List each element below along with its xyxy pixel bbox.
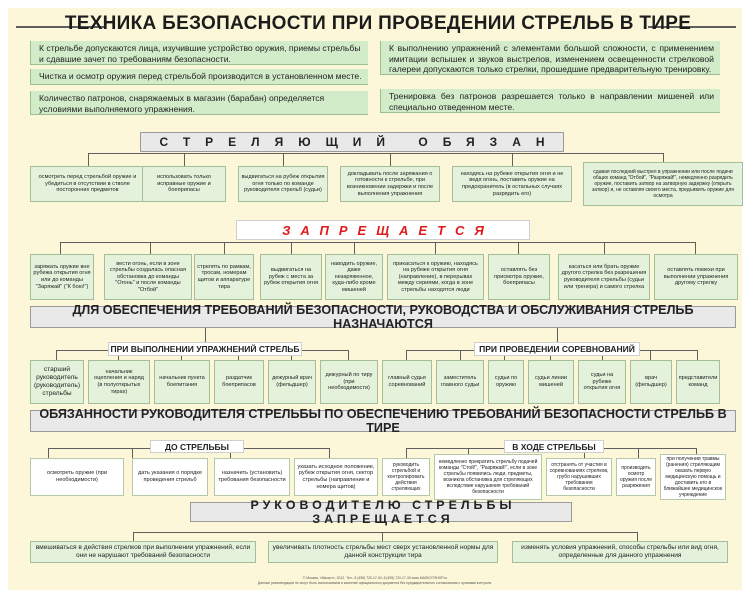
appointee-item: начальник оцепления и наряд (в полуоткры…: [88, 360, 150, 404]
connector-line: [329, 448, 330, 458]
shooter-obliged-header: СТРЕЛЯЮЩИЙ ОБЯЗАН: [140, 132, 564, 152]
connector-line: [557, 328, 558, 342]
connector-line: [283, 153, 284, 166]
connector-line: [354, 242, 355, 254]
appointee-item: раздатчик боеприпасов: [214, 360, 264, 404]
duty-before-item: указать исходное положение, рубеж открыт…: [294, 458, 378, 496]
connector-line: [48, 448, 49, 458]
appointed-header: ДЛЯ ОБЕСПЕЧЕНИЯ ТРЕБОВАНИЙ БЕЗОПАСНОСТИ,…: [30, 303, 736, 331]
connector-line: [60, 242, 695, 243]
forbidden-item: стрелять по рамкам, тросам, номерам щито…: [194, 254, 254, 300]
duty-during-item: руководить стрельбой и контролировать де…: [382, 458, 430, 496]
footer-line: Данные рекомендации не могут быть исполь…: [257, 581, 493, 585]
connector-line: [348, 350, 349, 360]
connector-line: [696, 448, 697, 458]
connector-line: [230, 448, 231, 458]
obligation-item: находясь на рубеже открытия огня и не ве…: [452, 166, 572, 202]
duty-before-item: назначить (установить) требования безопа…: [214, 458, 290, 496]
duty-during-item: немедленно прекратить стрельбу подачей к…: [434, 454, 542, 500]
connector-line: [406, 350, 407, 360]
obligation-item: использовать только исправные оружие и б…: [142, 166, 226, 202]
forbidden-item: прикасаться к оружию, находясь на рубеже…: [387, 254, 484, 300]
duties-header: ОБЯЗАННОСТИ РУКОВОДИТЕЛЯ СТРЕЛЬБЫ ПО ОБЕ…: [30, 407, 736, 435]
title-rule-left: [16, 26, 106, 28]
subheader-competitions: ПРИ ПРОВЕДЕНИИ СОРЕВНОВАНИЙ: [474, 342, 640, 356]
subheader-exercises: ПРИ ВЫПОЛНЕНИИ УПРАЖНЕНИЙ СТРЕЛЬБ: [108, 342, 302, 356]
forbidden-item: заряжать оружие вне рубежа открытия огня…: [30, 254, 94, 300]
connector-line: [60, 242, 61, 254]
appointee-item: судьи по оружию: [488, 360, 524, 404]
leader-forbidden-item: вмешиваться в действия стрелков при выпо…: [30, 541, 256, 563]
forbidden-item: наводить оружие, даже незаряженное, куда…: [325, 254, 383, 300]
forbidden-item: касаться или брать оружие другого стрелк…: [558, 254, 650, 300]
connector-line: [468, 448, 469, 458]
connector-line: [382, 532, 383, 541]
appointee-item: врач (фельдшер): [630, 360, 672, 404]
duty-during-item: производить осмотр оружия после разряжен…: [616, 458, 656, 496]
duty-during-item: при получении травмы (ранения) стреляющи…: [660, 454, 726, 500]
connector-line: [132, 448, 133, 458]
connector-line: [518, 242, 519, 254]
appointee-item: судьи на рубеже открытия огня: [578, 360, 626, 404]
intro-paragraph: К стрельбе допускаются лица, изучившие у…: [30, 41, 368, 65]
connector-line: [638, 448, 639, 458]
appointee-item: представители команд: [676, 360, 720, 404]
obligation-item: выдвигаться на рубеж открытия огня тольк…: [238, 166, 328, 202]
intro-paragraph: К выполнению упражнений с элементами бол…: [380, 41, 720, 75]
connector-line: [56, 350, 57, 360]
duty-before-item: осмотреть оружие (при необходимости): [30, 458, 124, 496]
obligation-item: докладывать после заряжания о готовности…: [340, 166, 440, 202]
title-rule-right: [648, 26, 736, 28]
appointee-item: дежурный врач (фельдшер): [268, 360, 316, 404]
connector-line: [406, 448, 407, 458]
appointee-item: дежурный по тиру (при необходимости): [320, 360, 378, 404]
forbidden-item: оставлять без присмотра оружие, боеприпа…: [488, 254, 550, 300]
connector-line: [205, 328, 206, 342]
appointee-item: судьи линии мишеней: [528, 360, 574, 404]
intro-paragraph: Чистка и осмотр оружия перед стрельбой п…: [30, 69, 368, 85]
obligation-item: осмотреть перед стрельбой оружие и убеди…: [30, 166, 145, 202]
forbidden-header: ЗАПРЕЩАЕТСЯ: [236, 220, 530, 240]
intro-paragraph: Тренировка без патронов разрешается толь…: [380, 89, 720, 113]
connector-line: [88, 153, 663, 154]
page-title: ТЕХНИКА БЕЗОПАСНОСТИ ПРИ ПРОВЕДЕНИИ СТРЕ…: [64, 13, 692, 34]
subheader-during: В ХОДЕ СТРЕЛЬБЫ: [504, 440, 604, 453]
duty-during-item: отстранять от участия в соревнованиях ст…: [546, 458, 612, 496]
connector-line: [460, 350, 461, 360]
appointee-item: старший руководитель (руководитель) стре…: [30, 360, 84, 404]
connector-line: [695, 242, 696, 254]
connector-line: [637, 532, 638, 541]
appointee-item: заместитель главного судьи: [436, 360, 484, 404]
connector-line: [150, 242, 151, 254]
appointee-item: начальник пункта боепитания: [154, 360, 210, 404]
connector-line: [291, 242, 292, 254]
connector-line: [663, 153, 664, 166]
poster: ТЕХНИКА БЕЗОПАСНОСТИ ПРИ ПРОВЕДЕНИИ СТРЕ…: [8, 8, 743, 590]
connector-line: [604, 242, 605, 254]
leader-forbidden-item: изменять условия упражнений, способы стр…: [512, 541, 728, 563]
leader-forbidden-header: РУКОВОДИТЕЛЮ СТРЕЛЬБЫ ЗАПРЕЩАЕТСЯ: [190, 498, 572, 526]
intro-paragraph: Количество патронов, снаряжаемых в магаз…: [30, 91, 368, 115]
obligation-item: сдавая последний выстрел в упражнении ил…: [583, 162, 743, 206]
duty-before-item: дать указания о порядке проведения стрел…: [132, 458, 208, 496]
connector-line: [435, 242, 436, 254]
connector-line: [650, 350, 651, 360]
forbidden-item: оставлять помехи при выполнении упражнен…: [654, 254, 738, 300]
forbidden-item: вести огонь, если в зоне стрельбы создал…: [104, 254, 192, 300]
connector-line: [390, 153, 391, 166]
connector-line: [88, 153, 89, 166]
footer-line: © Москва, «Маскот», 2012. Тел.: 8 (495) …: [302, 576, 448, 580]
leader-forbidden-item: увеличивать плотность стрельбы мест свер…: [268, 541, 498, 563]
connector-line: [184, 153, 185, 166]
connector-line: [133, 532, 134, 541]
forbidden-item: выдвигаться на рубеж с места за рубеж от…: [260, 254, 322, 300]
subheader-before: ДО СТРЕЛЬБЫ: [150, 440, 244, 453]
appointee-item: главный судья соревнований: [382, 360, 432, 404]
connector-line: [697, 350, 698, 360]
connector-line: [133, 532, 637, 533]
connector-line: [584, 448, 585, 458]
connector-line: [512, 153, 513, 166]
connector-line: [224, 242, 225, 254]
